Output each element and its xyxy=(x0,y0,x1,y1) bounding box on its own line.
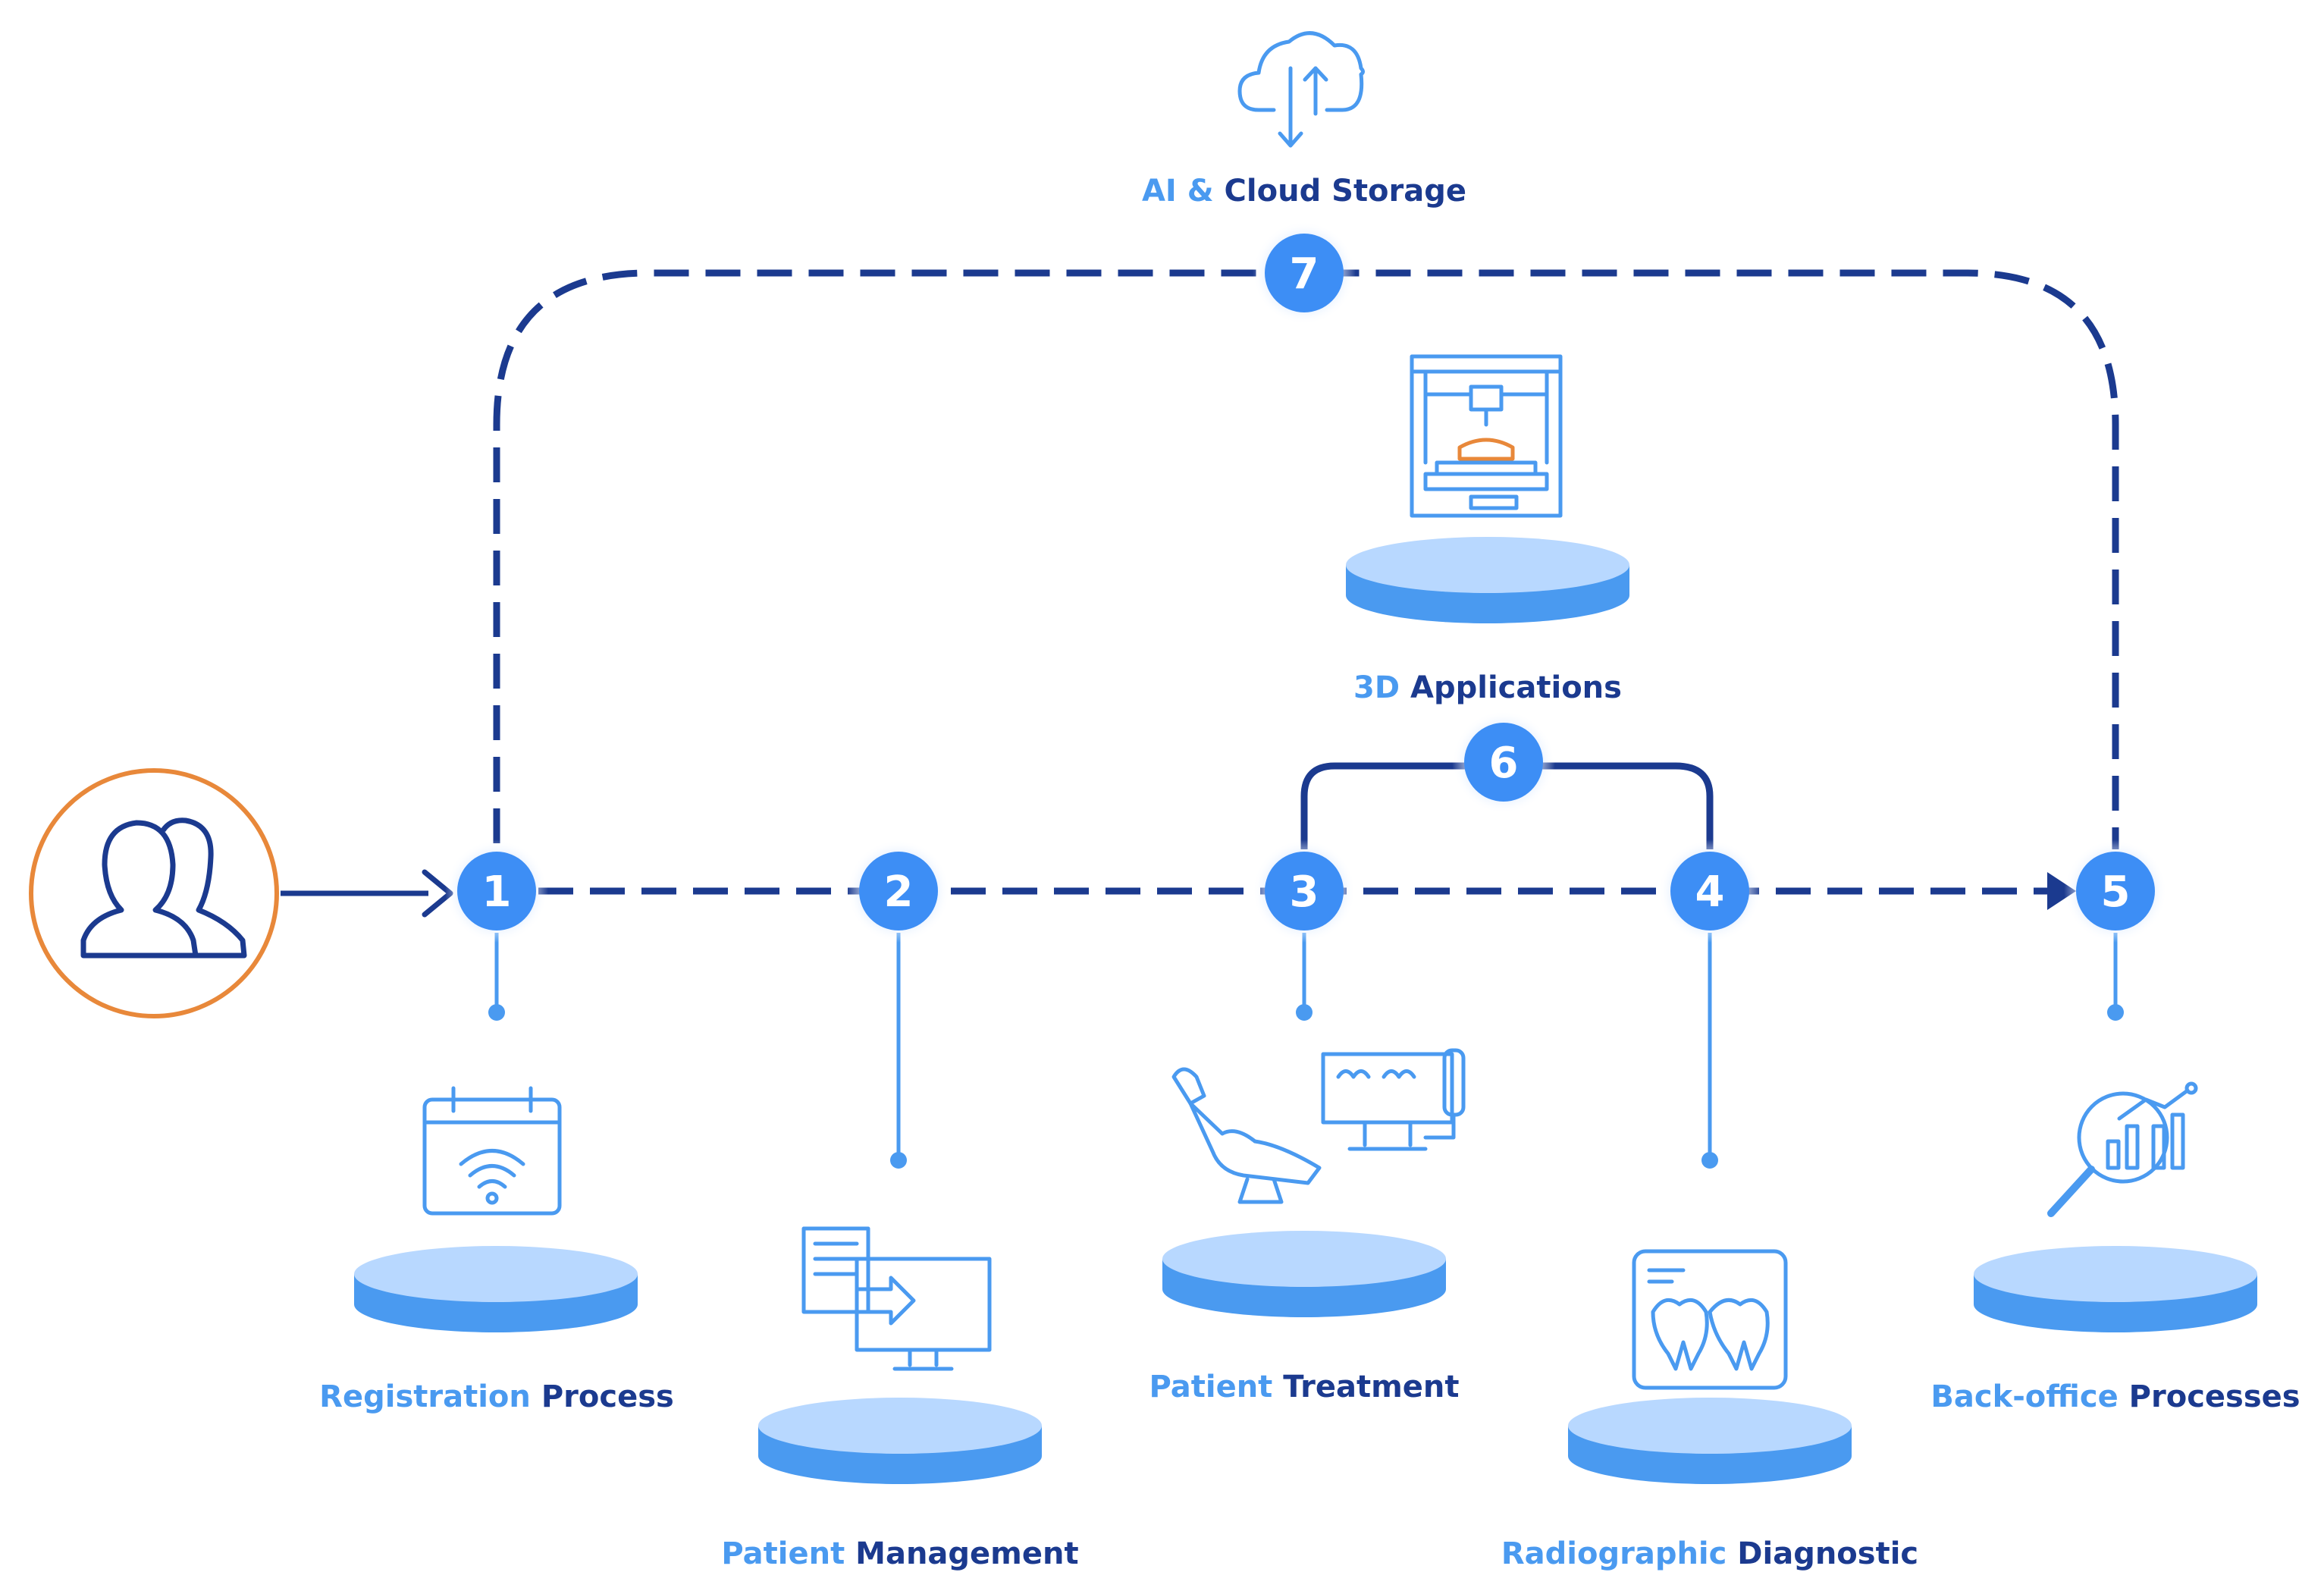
label-patient-management: Patient Management xyxy=(721,1536,1078,1571)
document-transfer-icon xyxy=(801,1226,992,1371)
step-node-2: 2 xyxy=(847,839,950,943)
calendar-wifi-icon xyxy=(422,1086,562,1216)
platform-3d xyxy=(1346,537,1629,623)
label-patient-treatment: Patient Treatment xyxy=(1149,1370,1460,1404)
labels: AI & Cloud Storage 3D Applications Regis… xyxy=(319,174,2300,1571)
step-node-4: 4 xyxy=(1658,839,1761,943)
platform-1 xyxy=(354,1246,638,1332)
users-icon xyxy=(80,817,247,959)
step-node-7: 7 xyxy=(1253,221,1356,325)
step-node-5: 5 xyxy=(2064,839,2167,943)
drop-dot-4 xyxy=(1701,1152,1718,1169)
users-avatar xyxy=(29,768,279,1018)
step-nodes: 1 2 3 4 5 6 7 xyxy=(445,221,2167,943)
dental-chair-icon xyxy=(1171,1048,1466,1204)
step-number-1: 1 xyxy=(482,868,512,917)
platform-3 xyxy=(1162,1231,1446,1317)
label-ai-cloud: AI & Cloud Storage xyxy=(1142,174,1466,209)
label-3d-applications: 3D Applications xyxy=(1353,670,1622,705)
platform-5 xyxy=(1974,1246,2257,1332)
connectors xyxy=(281,269,2124,1169)
3d-printer-icon xyxy=(1410,354,1563,518)
step-number-7: 7 xyxy=(1290,249,1319,299)
main-flow-arrow xyxy=(2047,872,2076,910)
cloud-sync-icon xyxy=(1237,31,1365,148)
step-number-5: 5 xyxy=(2101,868,2131,917)
analytics-search-icon xyxy=(2047,1081,2198,1217)
step-number-2: 2 xyxy=(884,868,914,917)
label-registration: Registration Process xyxy=(319,1379,674,1414)
step-number-6: 6 xyxy=(1489,739,1519,788)
drop-dot-5 xyxy=(2107,1004,2124,1021)
step-number-4: 4 xyxy=(1695,868,1725,917)
drop-dot-3 xyxy=(1296,1004,1313,1021)
dental-xray-icon xyxy=(1632,1249,1788,1390)
step-node-6: 6 xyxy=(1452,711,1555,814)
step-number-3: 3 xyxy=(1290,868,1319,917)
drop-dot-1 xyxy=(488,1004,505,1021)
platforms xyxy=(354,537,2257,1484)
label-back-office: Back-office Processes xyxy=(1930,1379,2300,1414)
drop-dot-2 xyxy=(890,1152,907,1169)
step-node-3: 3 xyxy=(1253,839,1356,943)
cloud-dashed-arc xyxy=(493,269,2119,895)
platform-2 xyxy=(758,1398,1042,1484)
step-node-1: 1 xyxy=(445,839,548,943)
platform-4 xyxy=(1568,1398,1852,1484)
label-radiographic: Radiographic Diagnostic xyxy=(1501,1536,1918,1571)
